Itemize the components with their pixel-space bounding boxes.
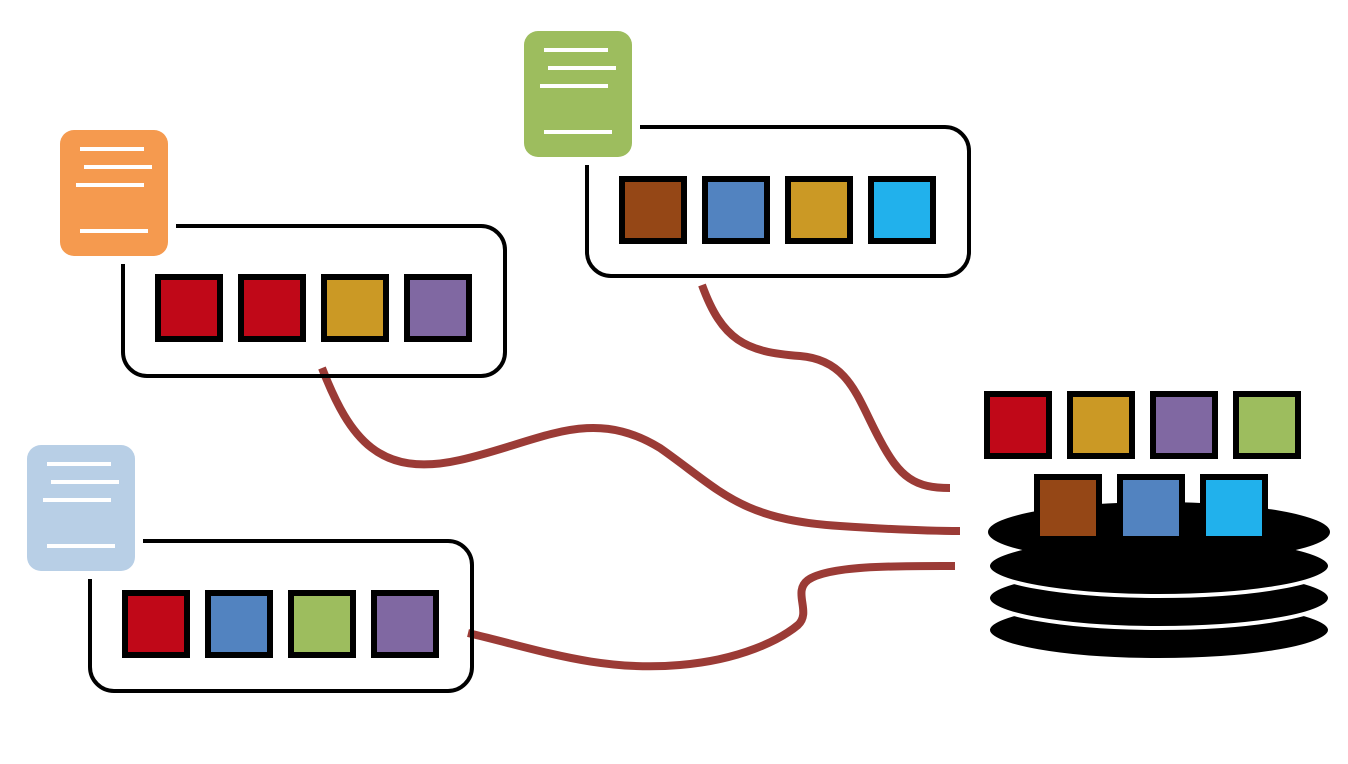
- chunk-container: [121, 224, 507, 378]
- connector-layer: [318, 283, 961, 671]
- storage-layer: [984, 391, 1332, 662]
- gold-block: [321, 274, 389, 342]
- brown-block: [619, 176, 687, 244]
- blue-block: [702, 176, 770, 244]
- red-block: [984, 391, 1052, 459]
- chunk-row: [155, 274, 472, 342]
- document-icon: [27, 445, 135, 571]
- connector-group-1: [318, 366, 961, 535]
- blue-block: [1117, 474, 1185, 542]
- purple-block: [404, 274, 472, 342]
- green-block: [288, 590, 356, 658]
- unique-chunks-top-row: [984, 391, 1301, 459]
- group-layer: [19, 23, 971, 693]
- document-icon: [60, 130, 168, 256]
- green-block: [1233, 391, 1301, 459]
- connector-group-3: [467, 561, 956, 671]
- gold-block: [785, 176, 853, 244]
- connector-group-2: [698, 283, 951, 492]
- group-2: [516, 23, 971, 278]
- document-page: [524, 31, 632, 157]
- blue-block: [205, 590, 273, 658]
- red-block: [122, 590, 190, 658]
- document-page: [60, 130, 168, 256]
- chunk-row: [619, 176, 936, 244]
- cyan-block: [1200, 474, 1268, 542]
- chunk-row: [122, 590, 439, 658]
- cyan-block: [868, 176, 936, 244]
- red-block: [155, 274, 223, 342]
- unique-chunks-bottom-row: [1034, 474, 1268, 542]
- red-block: [238, 274, 306, 342]
- document-icon: [524, 31, 632, 157]
- group-1: [52, 122, 507, 378]
- chunk-container: [585, 125, 971, 278]
- group-3: [19, 437, 474, 693]
- chunk-container: [88, 539, 474, 693]
- document-page: [27, 445, 135, 571]
- brown-block: [1034, 474, 1102, 542]
- database-icon: [984, 391, 1332, 662]
- purple-block: [1150, 391, 1218, 459]
- purple-block: [371, 590, 439, 658]
- gold-block: [1067, 391, 1135, 459]
